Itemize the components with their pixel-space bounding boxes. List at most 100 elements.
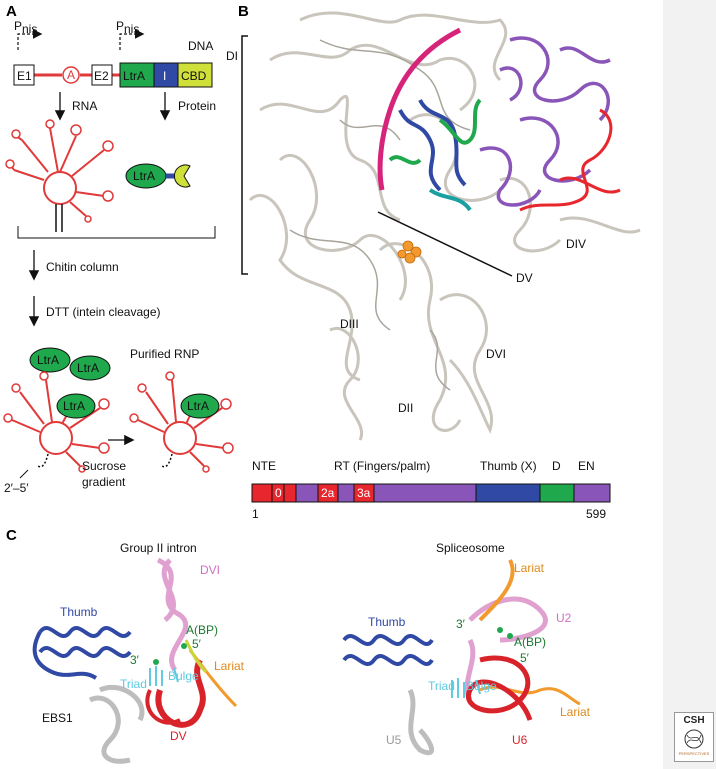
- cbd-block-label: CBD: [181, 69, 207, 83]
- dii-label: DII: [398, 401, 413, 415]
- left-structure: [32, 557, 238, 764]
- sucrose-line-1: Sucrose: [82, 459, 126, 473]
- right-u5: U5: [386, 733, 402, 747]
- free-ltra-2-label: LtrA: [77, 361, 99, 375]
- ltra-protein: LtrA: [125, 163, 191, 189]
- exon-1: [13, 64, 35, 86]
- dna-construct: E1 A E2 LtrA I CBD: [13, 62, 213, 88]
- bar-seg-rt-label: RT (Fingers/palm): [334, 459, 430, 473]
- bound-ltra-1: [56, 393, 96, 419]
- bar-start: 1: [252, 507, 259, 521]
- motif-0: [271, 483, 285, 503]
- motif-2a: [317, 483, 339, 503]
- active-site: [397, 240, 422, 264]
- bar-seg-en-label: EN: [578, 459, 595, 473]
- step-dtt: DTT (intein cleavage): [46, 305, 161, 319]
- right-triad: Triad: [428, 679, 455, 693]
- thumb-helices: [398, 98, 467, 192]
- di-label: DI: [226, 49, 238, 63]
- promoter-2-sub: nis: [124, 22, 139, 36]
- motif-3a-label: 3a: [357, 486, 371, 500]
- bound-ltra-1-label: LtrA: [63, 399, 85, 413]
- ltra-protein-label: LtrA: [133, 169, 155, 183]
- right-three: 3′: [456, 617, 466, 631]
- promoter-1: P nis: [14, 19, 43, 50]
- lariat-rna-1: [9, 127, 105, 232]
- right-thumb: Thumb: [368, 615, 406, 629]
- right-u6: U6: [512, 733, 528, 747]
- panel-a-label: A: [6, 3, 17, 20]
- ltra-block-label: LtrA: [123, 69, 145, 83]
- free-ltra-1-label: LtrA: [37, 353, 59, 367]
- left-abp: A(BP): [186, 623, 218, 637]
- free-ltra-1: [29, 347, 71, 373]
- dv-label: DV: [516, 271, 533, 285]
- dna-logo-icon: [684, 729, 704, 749]
- right-lariat-top: Lariat: [514, 561, 545, 575]
- lariat-rna-2: [11, 379, 101, 468]
- bar-end: 599: [586, 507, 606, 521]
- right-abp: A(BP): [514, 635, 546, 649]
- bound-ltra-2: [180, 393, 220, 419]
- bar-seg-nte-label: NTE: [252, 459, 276, 473]
- sucrose-line-2: gradient: [82, 475, 126, 489]
- rt-domain-purple: [479, 36, 611, 207]
- cbd-block: [177, 62, 213, 88]
- left-triad: Triad: [120, 677, 147, 691]
- bar-seg-thumb: [475, 483, 541, 503]
- rna-arrow-label: RNA: [72, 99, 97, 113]
- bar-seg-en: [573, 483, 611, 503]
- left-lariat: Lariat: [214, 659, 245, 673]
- nte-red: [519, 108, 621, 212]
- promoter-2: P nis: [116, 19, 145, 50]
- intron-a-label: A: [67, 68, 75, 82]
- left-ebs1: EBS1: [42, 711, 73, 725]
- dvi-label: DVI: [486, 347, 506, 361]
- bound-ltra-2-label: LtrA: [187, 399, 209, 413]
- exon-1-label: E1: [17, 69, 32, 83]
- dna-label: DNA: [188, 39, 213, 53]
- panel-b-label: B: [238, 3, 249, 20]
- logo-text: CSH: [683, 715, 705, 726]
- linkage-label: 2′–5′: [4, 481, 29, 495]
- right-bulge: Bulge: [466, 679, 497, 693]
- csh-perspectives-logo: CSH PERSPECTIVES: [674, 712, 714, 762]
- domain-bar: NTE RT (Fingers/palm) Thumb (X) D EN 0 2…: [251, 459, 611, 521]
- div-label: DIV: [566, 237, 586, 251]
- purified-rnp-label: Purified RNP: [130, 347, 199, 361]
- motif-2a-label: 2a: [321, 486, 335, 500]
- logo-sub: PERSPECTIVES: [678, 751, 710, 756]
- diii-label: DIII: [340, 317, 359, 331]
- lariat-rna-3: [137, 379, 225, 468]
- side-margin: [663, 0, 716, 769]
- right-u2: U2: [556, 611, 572, 625]
- exon-2-label: E2: [94, 69, 109, 83]
- promoter-1-label: P: [14, 19, 22, 33]
- protein-arrow-label: Protein: [178, 99, 216, 113]
- step-chitin: Chitin column: [46, 260, 119, 274]
- motif-3a: [353, 483, 375, 503]
- right-structure: [342, 559, 581, 755]
- bar-seg-d: [539, 483, 575, 503]
- motif-0-label: 0: [275, 486, 282, 500]
- free-ltra-2: [69, 355, 111, 381]
- domain-d-green: [388, 98, 482, 165]
- bar-seg-d-label: D: [552, 459, 561, 473]
- bar-seg-thumb-label: Thumb (X): [480, 459, 537, 473]
- panel-c-label: C: [6, 527, 17, 544]
- promoter-2-label: P: [116, 19, 124, 33]
- ltra-block: [119, 62, 155, 88]
- intron-a-circle: [62, 66, 80, 84]
- promoter-1-sub: nis: [22, 22, 37, 36]
- left-five: 5′: [192, 637, 202, 651]
- left-dv: DV: [170, 729, 187, 743]
- right-lariat: Lariat: [560, 705, 591, 719]
- protein-structure-grey: [248, 11, 641, 441]
- di-bracket: [241, 35, 248, 275]
- left-thumb: Thumb: [60, 605, 98, 619]
- left-bulge: Bulge: [168, 669, 199, 683]
- intein-block-label: I: [163, 69, 166, 83]
- rna-strand-magenta: [377, 27, 462, 191]
- right-title: Spliceosome: [436, 541, 505, 555]
